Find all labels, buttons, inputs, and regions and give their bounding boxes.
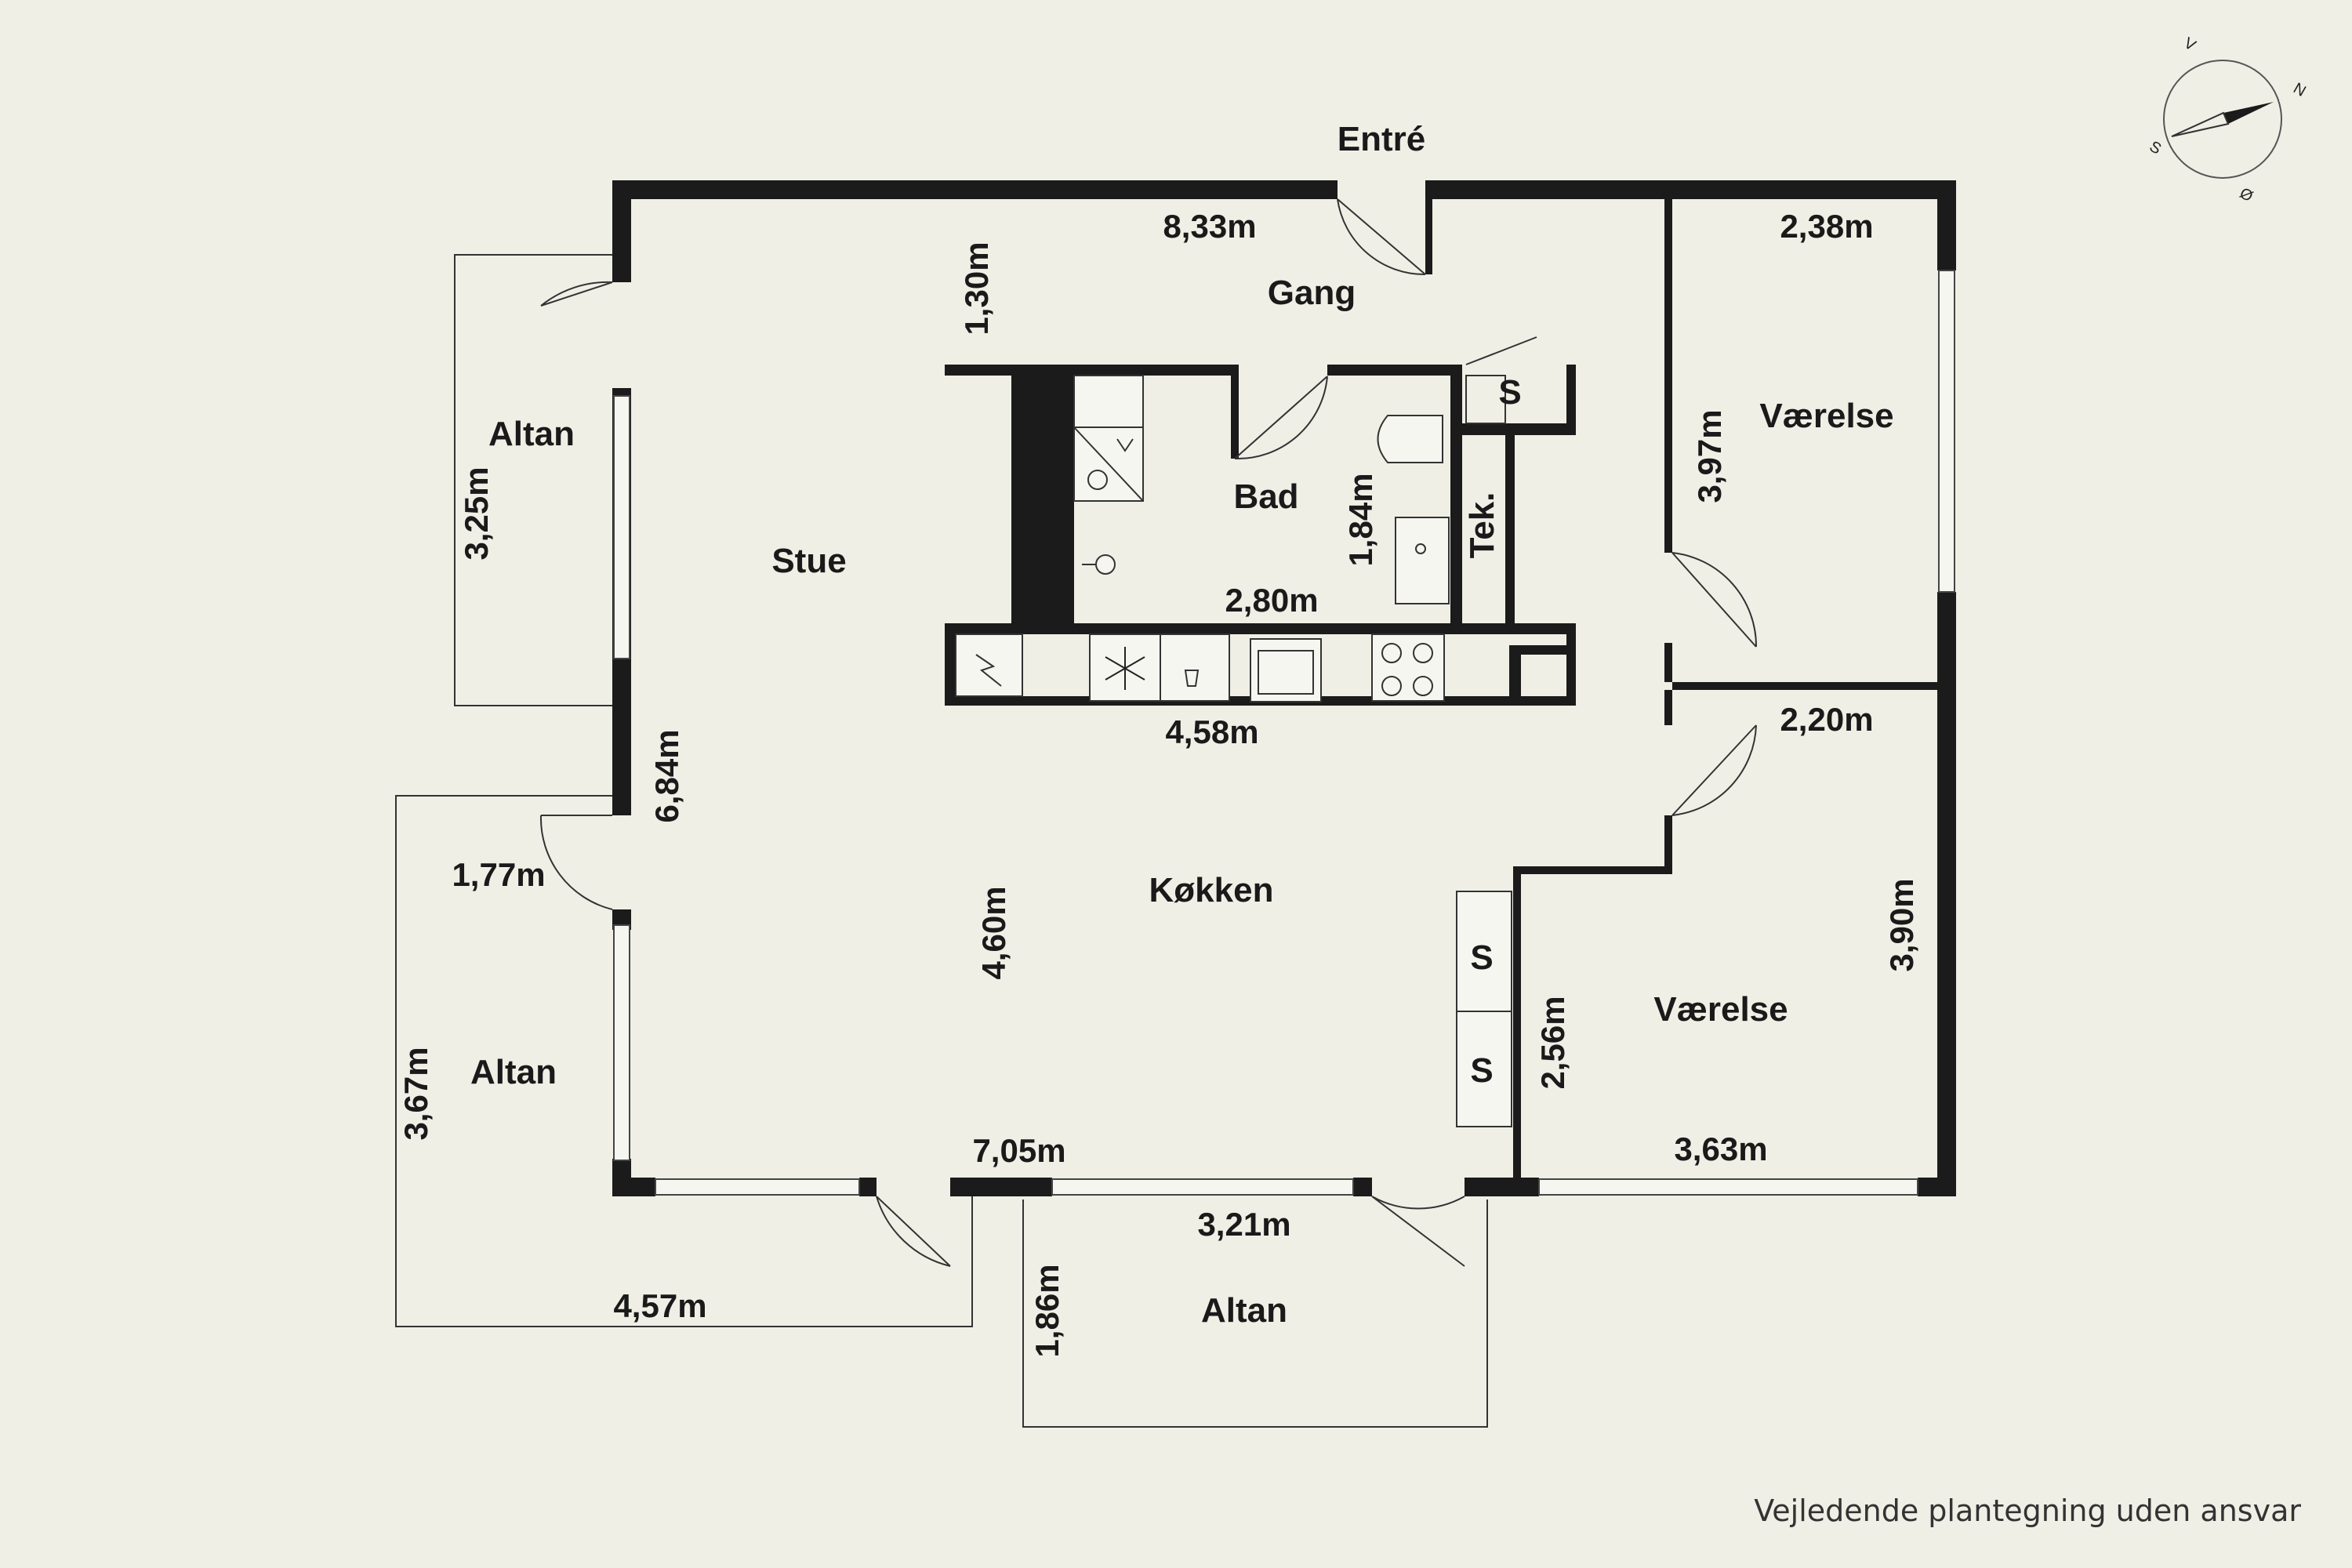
dim-2-80: 2,80m	[1225, 582, 1318, 619]
toilet	[1377, 415, 1443, 463]
windows	[613, 270, 1955, 1196]
window-bottom-center	[1051, 1178, 1354, 1196]
label-altan-bottom: Altan	[1201, 1291, 1287, 1330]
compass-arrow-icon	[2223, 102, 2274, 124]
compass-n: N	[2290, 80, 2309, 100]
dim-3-67: 3,67m	[397, 1047, 434, 1140]
dim-1-30: 1,30m	[958, 241, 995, 335]
compass-o: Ø	[2237, 184, 2256, 205]
door-bedroom-bottom	[1671, 724, 1757, 816]
dim-3-25: 3,25m	[458, 466, 495, 560]
dim-4-60: 4,60m	[975, 886, 1012, 979]
label-closet-hall: S	[1498, 373, 1521, 412]
door-bottom-center	[1371, 1196, 1465, 1267]
dim-4-57: 4,57m	[613, 1287, 706, 1324]
dim-7-05: 7,05m	[972, 1132, 1065, 1169]
dim-1-84: 1,84m	[1342, 473, 1379, 566]
dim-6-84: 6,84m	[648, 729, 685, 822]
label-koekken: Køkken	[1149, 871, 1274, 909]
bathroom-sink	[1395, 517, 1450, 604]
washer-dryer	[1073, 375, 1144, 502]
dishwasher	[1160, 633, 1230, 702]
dim-3-63: 3,63m	[1674, 1131, 1767, 1167]
door-top-balcony	[540, 281, 613, 307]
window-top-balcony	[613, 395, 630, 659]
dim-2-20: 2,20m	[1780, 701, 1873, 738]
shower-drain	[1095, 554, 1116, 575]
label-tek: Tek.	[1463, 492, 1501, 559]
label-closet-1: S	[1470, 938, 1493, 977]
door-bottom-left	[876, 1196, 951, 1267]
dim-8-33: 8,33m	[1163, 208, 1256, 245]
window-right	[1938, 270, 1955, 593]
kitchen-sink	[1250, 638, 1322, 702]
dimension-labels: 8,33m 2,38m 2,80m 4,58m 2,20m 1,77m 7,05…	[397, 208, 1920, 1358]
balcony-outlines	[395, 254, 1488, 1428]
label-gang: Gang	[1268, 274, 1356, 312]
compass: N S V Ø	[2147, 34, 2309, 205]
window-bottom-left	[655, 1178, 860, 1196]
balcony-left-outline	[395, 795, 973, 1327]
dim-3-21: 3,21m	[1197, 1206, 1290, 1243]
label-vaerelse-bottom: Værelse	[1653, 990, 1788, 1029]
disclaimer-text: Vejledende plantegning uden ansvar	[1754, 1494, 2301, 1528]
door-tek	[1465, 336, 1537, 365]
dim-1-77: 1,77m	[452, 856, 545, 893]
dim-4-58: 4,58m	[1165, 713, 1258, 750]
compass-s: S	[2147, 138, 2165, 158]
dim-3-90: 3,90m	[1883, 878, 1920, 971]
door-left-balcony	[539, 815, 613, 910]
closet-hall	[1465, 375, 1506, 424]
window-left-balcony	[613, 924, 630, 1161]
balcony-bottom-outline	[1022, 1200, 1488, 1428]
dim-2-56: 2,56m	[1534, 996, 1571, 1089]
label-altan-left: Altan	[470, 1053, 557, 1091]
label-bad: Bad	[1233, 477, 1298, 516]
door-bedroom-top	[1671, 552, 1758, 648]
fridge	[955, 633, 1023, 697]
label-closet-2: S	[1470, 1051, 1493, 1090]
closet-pair	[1456, 891, 1512, 1127]
label-vaerelse-top: Værelse	[1759, 397, 1893, 435]
compass-v: V	[2181, 34, 2199, 55]
dim-2-38: 2,38m	[1780, 208, 1873, 245]
room-labels: Entré Gang Stue Bad Køkken Værelse Værel…	[470, 120, 1894, 1330]
dim-3-97: 3,97m	[1691, 409, 1728, 503]
label-stue: Stue	[771, 542, 846, 580]
balcony-top-outline	[454, 254, 612, 706]
dim-1-86: 1,86m	[1029, 1264, 1065, 1357]
compass-circle	[2163, 60, 2282, 179]
label-entre: Entré	[1338, 120, 1425, 158]
door-bathroom	[1234, 376, 1328, 460]
door-entrance	[1337, 198, 1426, 276]
doors	[539, 198, 1758, 1267]
fixtures	[955, 375, 1512, 1127]
window-bottom-right	[1538, 1178, 1918, 1196]
label-altan-top: Altan	[488, 415, 575, 453]
